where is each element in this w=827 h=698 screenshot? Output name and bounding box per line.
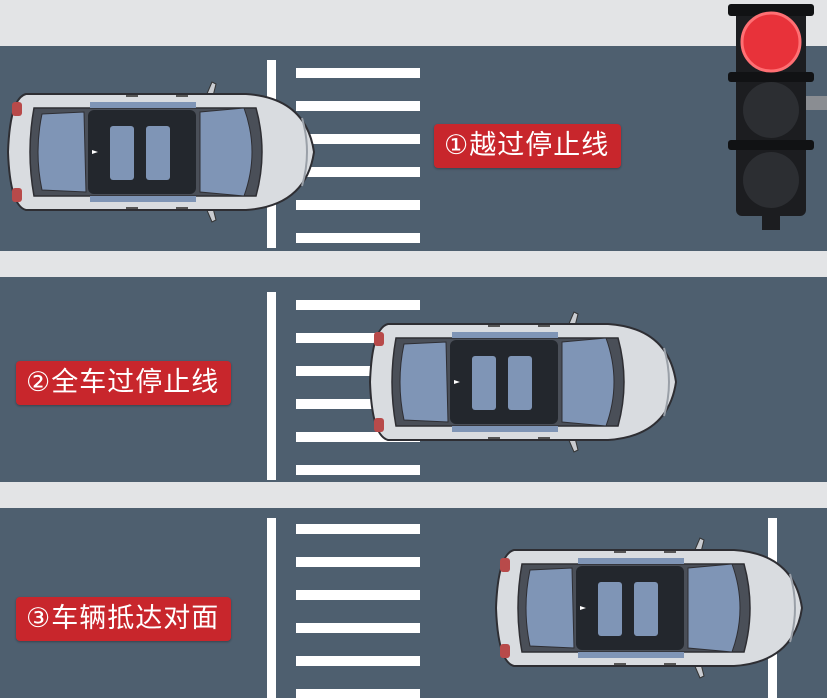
step-3-label: ③车辆抵达对面 xyxy=(16,597,232,641)
road-lane-1 xyxy=(0,46,827,251)
stop-line-3 xyxy=(267,518,276,698)
yellow-light xyxy=(743,82,799,138)
car-3 xyxy=(495,537,803,679)
stop-line-2 xyxy=(267,292,276,480)
car-1 xyxy=(7,81,315,223)
green-light xyxy=(743,152,799,208)
step-1-label: ①越过停止线 xyxy=(434,124,622,168)
red-light xyxy=(742,13,800,71)
car-2 xyxy=(369,311,677,453)
step-2-label: ②全车过停止线 xyxy=(16,361,232,405)
traffic-light xyxy=(728,4,827,230)
